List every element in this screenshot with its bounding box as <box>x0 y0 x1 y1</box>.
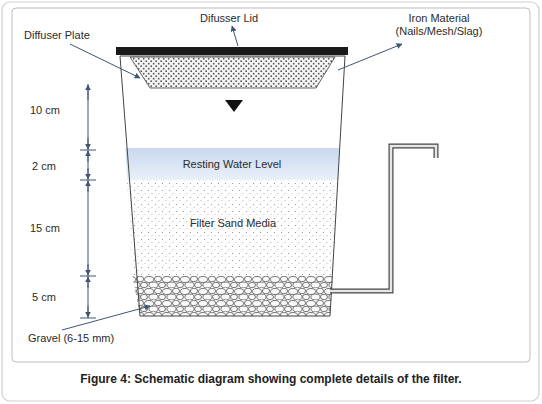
dimension-label: 2 cm <box>32 160 56 173</box>
part-label: Difusser Lid <box>200 12 258 25</box>
region-label: Resting Water Level <box>183 158 282 170</box>
part-label: Iron Material (Nails/Mesh/Slag) <box>376 12 502 38</box>
part-label: Diffuser Plate <box>24 29 90 42</box>
sand-media-layer: Filter Sand Media <box>134 208 332 238</box>
dimension-label: 15 cm <box>30 222 60 235</box>
water-level-band: Resting Water Level <box>126 150 338 178</box>
part-label: Gravel (6-15 mm) <box>28 332 114 345</box>
dimension-label: 5 cm <box>32 291 56 304</box>
region-label: Filter Sand Media <box>190 217 276 229</box>
dimension-label: 10 cm <box>30 104 60 117</box>
figure-caption: Figure 4: Schematic diagram showing comp… <box>0 372 542 386</box>
